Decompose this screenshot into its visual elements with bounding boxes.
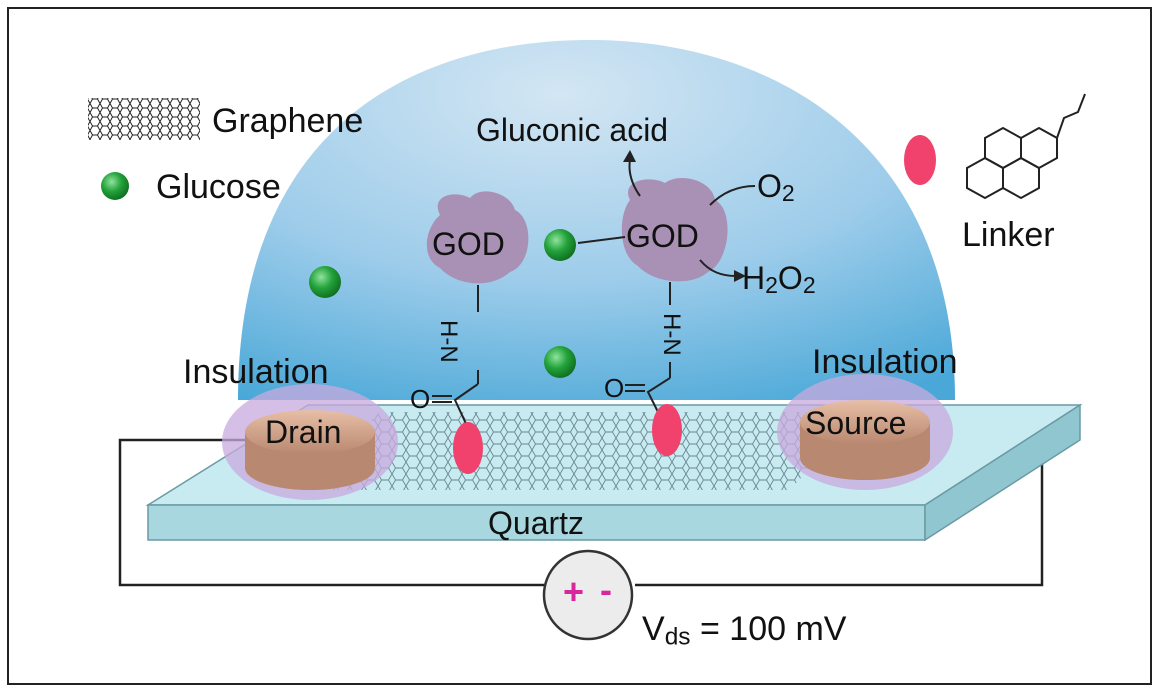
linker-right [652, 404, 682, 456]
carbonyl-o-left-label: O [410, 384, 431, 414]
quartz-label: Quartz [488, 505, 585, 541]
glucose-legend-dot [101, 172, 129, 200]
source-top [800, 400, 930, 444]
electrolyte-dome [238, 40, 955, 400]
glucose-bead-3 [544, 346, 576, 378]
linker-left [453, 422, 483, 474]
quartz-side [924, 403, 1081, 542]
voltage-label: Vds = 100 mV [642, 610, 847, 651]
drain-electrode [222, 384, 398, 500]
o2-bond-line [709, 185, 756, 206]
figure-frame [7, 7, 1152, 685]
graphene-legend-icon [88, 98, 200, 140]
voltage-source [542, 549, 634, 641]
arrow-h2o2 [699, 259, 737, 277]
insulation-left-label: Insulation [183, 353, 329, 391]
pyrene-structure [966, 93, 1086, 200]
arrow-gluconic [628, 159, 641, 197]
nh-right-label: H-N [658, 313, 685, 356]
god-enzyme-right [621, 178, 728, 282]
arrowhead-gluconic [623, 150, 636, 162]
carbonyl-o-right-label: O [604, 373, 625, 403]
glucose-bead-2 [544, 229, 576, 261]
god-right-label: GOD [626, 218, 699, 254]
god-enzyme-left [426, 191, 529, 284]
legend-linker-label: Linker [962, 216, 1055, 254]
nh-left-label: H-N [435, 320, 462, 363]
source-electrode [777, 374, 953, 490]
h2o2-label: H2O2 [742, 260, 816, 299]
drain-top [245, 410, 375, 454]
drain-label: Drain [265, 414, 342, 450]
chain-left-bond [453, 383, 479, 429]
battery-plus-sign: + [563, 571, 585, 612]
gluconic-acid-label: Gluconic acid [476, 112, 669, 148]
god-left-label: GOD [432, 226, 505, 262]
legend-glucose-label: Glucose [156, 168, 281, 206]
o2-label: O2 [757, 168, 795, 207]
arrowhead-h2o2 [734, 270, 746, 282]
insulation-right-label: Insulation [812, 343, 958, 381]
linker-legend-dot [904, 135, 936, 185]
legend-graphene-label: Graphene [212, 102, 364, 140]
battery-minus-sign: - [600, 569, 612, 610]
wire-drain [118, 438, 545, 587]
source-label: Source [805, 405, 907, 441]
graphene-sheet [300, 412, 860, 490]
glucose-bond-line [577, 236, 626, 244]
glucose-bead-1 [309, 266, 341, 298]
